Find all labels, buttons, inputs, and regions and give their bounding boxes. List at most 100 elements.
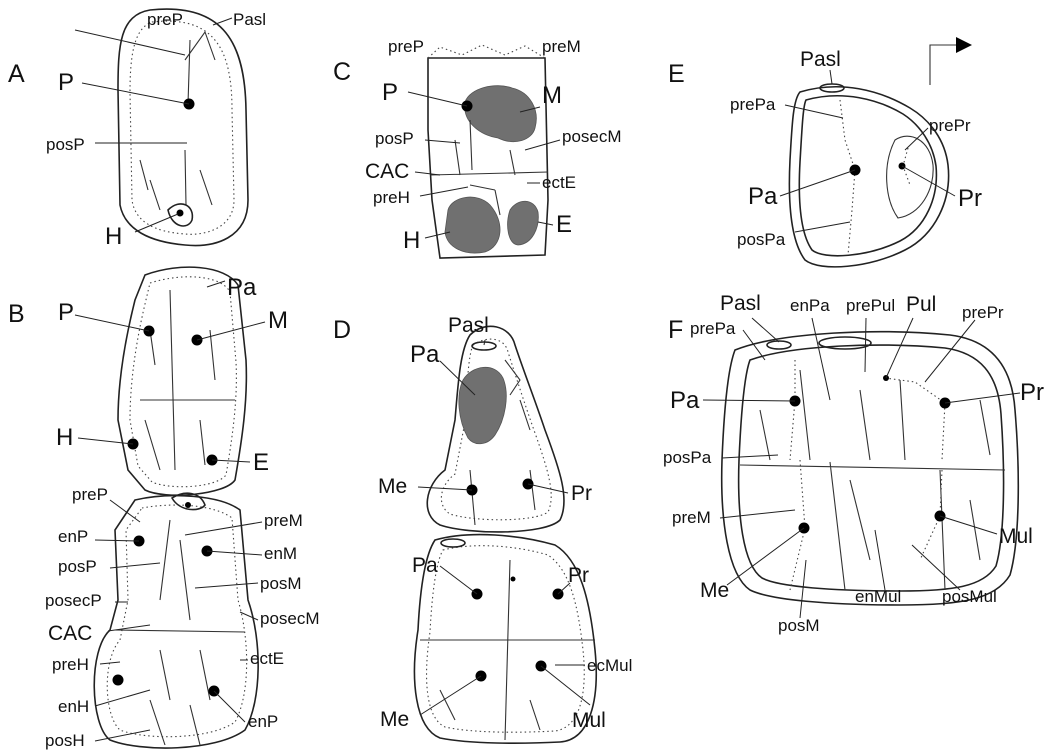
- panel-d-shade-pa: [459, 367, 506, 443]
- panel-f-pasl-ellipse: [767, 341, 791, 349]
- label-b-h: H: [56, 424, 73, 451]
- panel-d-leader-pa2: [440, 566, 477, 594]
- label-e-pr: Pr: [958, 185, 982, 212]
- label-c-preP: preP: [388, 37, 424, 56]
- panel-b-lower-ridges: [115, 520, 245, 745]
- panel-c-shade-e: [508, 201, 539, 245]
- panel-f-tooth-outline: [722, 332, 1019, 605]
- panel-b-leader-p: [75, 315, 149, 331]
- panel-e-leader-pasl: [830, 70, 832, 84]
- panel-b-lower-inner: [107, 505, 246, 737]
- label-b-posecP: posecP: [45, 591, 102, 610]
- label-b-cac: CAC: [48, 622, 92, 645]
- label-a-pasl: Pasl: [233, 10, 266, 29]
- panel-label-c: C: [333, 58, 351, 86]
- panel-b-leader-posP: [110, 563, 160, 568]
- panel-f: F Pasl enPa prePul Pul prePr prePa Pr: [663, 292, 1044, 635]
- panel-a-leader-p: [82, 83, 189, 104]
- panel-f-leader-posM: [800, 560, 806, 618]
- label-c-e: E: [556, 211, 572, 238]
- panel-label-b: B: [8, 300, 25, 328]
- panel-a-leader-preP: [75, 30, 185, 55]
- label-d-pa: Pa: [410, 341, 440, 368]
- panel-label-f: F: [668, 316, 683, 344]
- panel-label-e: E: [668, 60, 685, 88]
- label-d-mul: Mul: [572, 709, 606, 732]
- panel-b-upper-inner: [130, 277, 236, 487]
- panel-b-cusp-small: [185, 502, 191, 508]
- panel-c-leader-e: [538, 222, 553, 225]
- panel-b: B: [8, 267, 320, 750]
- label-b-pa: Pa: [227, 274, 257, 301]
- label-f-pasl: Pasl: [720, 292, 761, 315]
- label-f-enPa: enPa: [790, 296, 830, 315]
- label-f-posPa: posPa: [663, 448, 712, 467]
- label-b-m: M: [268, 307, 288, 334]
- panel-f-leader-pul: [886, 318, 913, 378]
- label-b-p: P: [58, 299, 74, 326]
- label-c-p: P: [382, 79, 398, 106]
- label-c-ectE: ectE: [542, 173, 576, 192]
- panel-c-shade-h: [445, 197, 500, 253]
- panel-b-leader-enH: [95, 690, 150, 706]
- panel-d-small-ellipse: [441, 539, 465, 547]
- panel-c-top-break: [428, 45, 545, 58]
- panel-label-d: D: [333, 316, 351, 344]
- panel-a-leader-pasl: [213, 18, 232, 25]
- label-d-ecmul: ecMul: [587, 656, 632, 675]
- panel-e-inner-outline: [799, 96, 936, 256]
- panel-d-leader-me: [418, 487, 472, 490]
- label-f-prePr: prePr: [962, 303, 1004, 322]
- label-d-pasl: Pasl: [448, 314, 489, 337]
- panel-d-lower-ridges: [420, 560, 595, 740]
- label-b-preP: preP: [72, 485, 108, 504]
- label-b-posH: posH: [45, 731, 85, 750]
- panel-e-tooth-outline: [789, 87, 948, 267]
- label-b-enP2: enP: [248, 712, 278, 731]
- orientation-arrow-icon: [930, 45, 958, 85]
- panel-c-shade-p-m: [465, 86, 537, 142]
- panel-f-leader-prePa: [743, 330, 765, 360]
- panel-a-leader-h: [135, 214, 178, 232]
- label-a-h: H: [105, 223, 122, 250]
- panel-f-ridges: [740, 370, 1005, 590]
- panel-label-a: A: [8, 60, 25, 88]
- panel-b-leader-preM: [185, 522, 262, 535]
- panel-b-leader-preP: [110, 500, 140, 522]
- label-b-e: E: [253, 449, 269, 476]
- panel-f-leader-me: [727, 528, 804, 585]
- label-c-m: M: [542, 82, 562, 109]
- panel-b-leader-enP2: [214, 691, 245, 722]
- panel-e-leader-prePr: [905, 128, 928, 150]
- panel-a-inner-crest: [130, 21, 234, 234]
- panel-f-leader-pa: [703, 400, 795, 401]
- label-f-prePul: prePul: [846, 296, 895, 315]
- label-b-posecM: posecM: [260, 609, 320, 628]
- orientation-arrow-head-icon: [956, 37, 972, 53]
- panel-f-leader-prePul: [865, 318, 866, 372]
- panel-b-leader-preH: [100, 662, 120, 664]
- label-d-me2: Me: [380, 708, 409, 731]
- label-f-pr: Pr: [1020, 379, 1044, 406]
- panel-f-leader-enPa: [812, 318, 830, 400]
- panel-f-leader-posMul: [912, 545, 960, 590]
- panel-b-leader-m: [197, 322, 265, 340]
- panel-a-cusp-h: [177, 210, 184, 217]
- panel-b-leader-h: [78, 438, 133, 444]
- panel-d-leader-pasl: [484, 340, 485, 345]
- panel-b-upper-ridges: [140, 290, 235, 470]
- label-c-h: H: [403, 227, 420, 254]
- panel-b-leader-posM: [195, 583, 258, 588]
- panel-a: A preP Pasl P posP H: [8, 9, 266, 250]
- label-b-preM: preM: [264, 511, 303, 530]
- panel-c-leader-posecM: [525, 140, 560, 150]
- label-a-preP: preP: [147, 10, 183, 29]
- label-b-posP: posP: [58, 557, 97, 576]
- label-b-posM: posM: [260, 574, 302, 593]
- panel-f-leader-prePr: [925, 320, 975, 382]
- label-f-pa: Pa: [670, 387, 700, 414]
- label-c-cac: CAC: [365, 160, 409, 183]
- panel-d-leader-me2: [420, 676, 481, 715]
- panel-c-leader-preH: [420, 187, 468, 196]
